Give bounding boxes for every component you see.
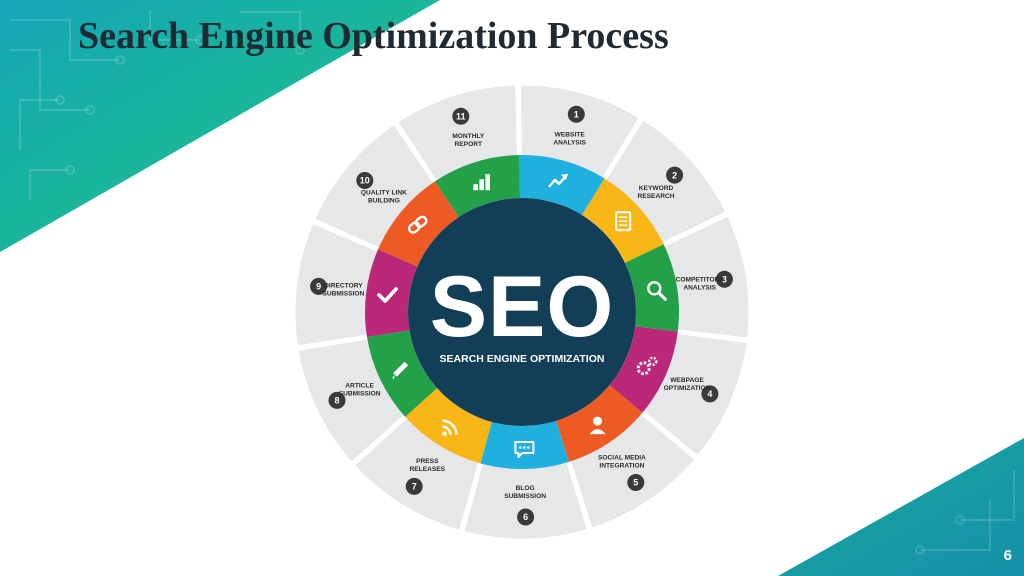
step-11-label-line-1: MONTHLY — [452, 133, 485, 140]
step-4-number-badge — [701, 385, 719, 403]
step-7-number: 7 — [412, 482, 417, 492]
seo-hub-text: SEO — [430, 259, 615, 355]
bottom-right-triangle — [778, 438, 1024, 576]
seo-hub-subtitle: SEARCH ENGINE OPTIMIZATION — [440, 353, 605, 365]
step-7-label-line-2: RELEASES — [410, 466, 446, 473]
step-8-color-segment — [367, 330, 438, 417]
step-5-label-line-2: INTEGRATION — [599, 463, 644, 470]
document-icon — [615, 211, 632, 232]
gears-icon — [636, 356, 658, 376]
step-6-number: 6 — [523, 512, 528, 522]
seo-hub-circle — [408, 198, 636, 426]
step-9-label-line-1: DIRECTORY — [324, 283, 363, 290]
step-2-number-badge — [666, 166, 684, 184]
step-2-number: 2 — [672, 170, 677, 180]
step-8-number: 8 — [334, 396, 339, 406]
chat-bubble-icon — [514, 441, 535, 458]
step-7-label-line-1: PRESS — [416, 458, 439, 465]
step-8-label-line-1: ARTICLE — [345, 383, 374, 390]
step-1-color-segment — [519, 154, 605, 216]
step-3-number: 3 — [722, 275, 727, 285]
step-3-color-segment — [624, 244, 680, 332]
rss-icon — [442, 419, 458, 436]
step-10-number: 10 — [360, 176, 370, 186]
pencil-icon — [392, 361, 409, 380]
step-5-label-line-1: SOCIAL MEDIA — [598, 455, 646, 462]
step-1-label-line-2: ANALYSIS — [553, 139, 586, 146]
slide-title: Search Engine Optimization Process — [78, 15, 669, 57]
chain-link-icon — [407, 215, 428, 234]
step-11-number-badge — [452, 107, 470, 125]
step-3-label-line-1: COMPETITORS — [676, 276, 725, 283]
step-3-label-line-2: ANALYSIS — [683, 284, 716, 291]
step-7-color-segment — [405, 388, 492, 464]
step-5-number-badge — [627, 474, 645, 491]
step-9-number-badge — [310, 277, 328, 295]
step-1-label-line-1: WEBSITE — [555, 131, 586, 138]
step-4-label-line-1: WEBPAGE — [670, 377, 704, 384]
checkmark-icon — [377, 287, 398, 303]
step-4-label-line-2: OPTIMIZATION — [664, 385, 711, 392]
page-number: 6 — [1003, 547, 1012, 564]
step-6-color-segment — [480, 420, 569, 470]
trend-arrow-icon — [548, 173, 568, 188]
step-10-label-line-1: QUALITY LINK — [361, 190, 407, 197]
user-icon — [589, 416, 606, 435]
step-7-number-badge — [405, 477, 423, 495]
circuit-pattern — [10, 10, 305, 200]
step-9-label-line-2: SUBMISSION — [323, 291, 365, 298]
top-left-triangle — [0, 0, 440, 252]
step-10-label-line-2: BUILDING — [368, 198, 400, 205]
step-11-label-line-2: REPORT — [455, 141, 482, 148]
step-6-outer-segment — [461, 458, 591, 542]
circuit-pattern-bottom — [915, 470, 1015, 555]
step-10-number-badge — [356, 172, 374, 189]
step-6-label-line-1: BLOG — [516, 485, 535, 492]
step-4-number: 4 — [707, 389, 712, 399]
step-4-color-segment — [609, 326, 678, 413]
bar-chart-icon — [473, 174, 490, 191]
step-3-number-badge — [715, 270, 733, 288]
step-11-number: 11 — [456, 112, 466, 122]
step-6-label-line-2: SUBMISSION — [504, 493, 546, 500]
step-1-number-badge — [567, 105, 585, 123]
step-2-label-line-2: RESEARCH — [637, 193, 674, 200]
step-6-number-badge — [517, 508, 535, 526]
step-2-label-line-1: KEYWORD — [639, 185, 674, 192]
seo-hub: SEO SEARCH ENGINE OPTIMIZATION — [408, 198, 636, 426]
step-9-number: 9 — [316, 282, 321, 292]
step-8-label-line-2: SUBMISSION — [339, 391, 381, 398]
step-1-number: 1 — [574, 110, 579, 120]
magnifier-icon — [647, 281, 667, 301]
step-8-number-badge — [328, 391, 346, 409]
step-5-number: 5 — [633, 478, 638, 488]
